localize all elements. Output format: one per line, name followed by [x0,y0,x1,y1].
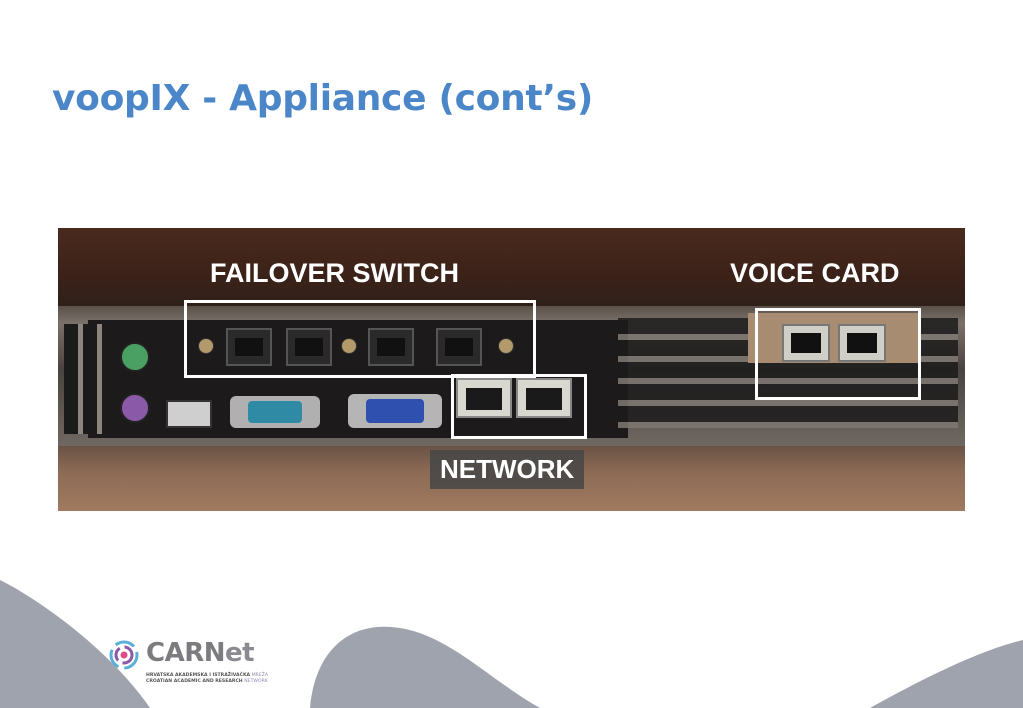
carnet-swirl-icon [109,640,139,670]
failover-port [286,328,332,366]
failover-switch-label: FAILOVER SWITCH [210,258,459,288]
failover-port [368,328,414,366]
failover-switch-highlight [184,300,536,378]
appliance-photo: FAILOVER SWITCH VOICE CARD NETWORK [58,228,965,511]
logo-subtitle-line2-main: CROATIAN ACADEMIC AND RESEARCH [146,679,243,684]
logo-subtitle-line1-muted: MREŽA [251,673,269,678]
voice-port [782,324,830,362]
voice-card-plate [748,313,918,363]
failover-port [436,328,482,366]
ps2-mouse-port [120,342,150,372]
screw [341,338,357,354]
failover-port [226,328,272,366]
vent-grille-left [64,324,104,434]
logo-wordmark-main: CARN [146,638,225,668]
logo-subtitle-line2: CROATIAN ACADEMIC AND RESEARCH NETWORK [146,679,268,684]
network-port [516,378,572,418]
network-label: NETWORK [430,450,585,489]
decor-shape-left [0,580,150,708]
vga-port [348,394,442,428]
serial-port [230,396,320,428]
voice-port [838,324,886,362]
logo-wordmark-accent: et [224,638,255,668]
network-port [456,378,512,418]
voice-card-highlight [755,308,921,400]
logo-subtitle-line2-muted: NETWORK [244,679,268,684]
logo-subtitle-line1: HRVATSKA AKADEMSKA I ISTRAŽIVAČKA MREŽA [146,673,268,678]
usb-ports [166,400,212,428]
voice-card-label: VOICE CARD [730,258,900,288]
screw [198,338,214,354]
logo-wordmark: CARNet [146,638,255,668]
decor-shape-right [310,626,1023,708]
ps2-keyboard-port [120,393,150,423]
slide-title: voopIX - Appliance (cont’s) [52,78,593,119]
carnet-logo: CARNet HRVATSKA AKADEMSKA I ISTRAŽIVAČKA… [108,637,268,687]
photo-background-wall [58,228,965,306]
screw [498,338,514,354]
network-highlight [451,374,587,439]
logo-subtitle-line1-main: HRVATSKA AKADEMSKA I ISTRAŽIVAČKA [146,673,251,678]
